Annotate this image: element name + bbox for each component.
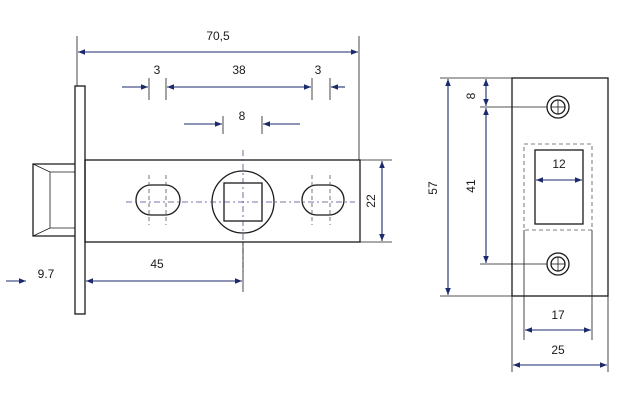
- latch-body: [84, 159, 361, 243]
- opening-width-label: 12: [552, 157, 566, 171]
- left-mounting-slot: [135, 184, 181, 216]
- plate-width-label: 25: [551, 343, 565, 357]
- backset-label: 45: [150, 257, 164, 271]
- edge-to-hole-label: 8: [464, 92, 478, 99]
- spindle-width-label: 8: [239, 109, 246, 123]
- hole-spacing-label: 41: [464, 179, 478, 193]
- strike-opening: [534, 149, 584, 225]
- left-gap-label: 3: [154, 63, 161, 77]
- latch-faceplate: [74, 85, 86, 315]
- strike-plate: [511, 77, 609, 297]
- body-height-label: 22: [364, 194, 378, 208]
- right-gap-label: 3: [315, 63, 322, 77]
- strike-plate-view: 57 8 41 12 17 25: [426, 77, 609, 372]
- latch-bolt: [32, 163, 75, 237]
- latch-view: 70,5 3 38 3 8 22 45 9.7: [6, 29, 392, 315]
- recess-width-label: 17: [551, 308, 565, 322]
- bolt-projection-label: 9.7: [38, 267, 55, 281]
- overall-length-label: 70,5: [206, 29, 230, 43]
- plate-height-label: 57: [426, 181, 440, 195]
- slot-span-label: 38: [232, 63, 246, 77]
- bottom-screw-hole: [546, 252, 570, 276]
- top-screw-hole: [546, 95, 570, 119]
- right-mounting-slot: [301, 184, 345, 216]
